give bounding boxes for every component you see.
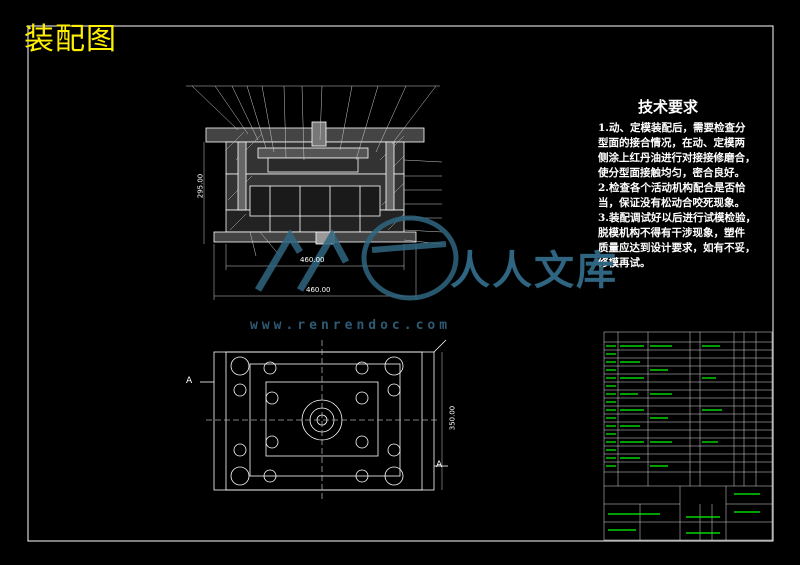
requirement-line: 脱模机构不得有干涉现象，塑件 <box>598 227 745 239</box>
watermark-url: www.renrendoc.com <box>250 318 452 333</box>
dimension-width-outer: 460.00 <box>306 286 331 294</box>
technical-requirements-title: 技术要求 <box>637 98 698 116</box>
front-section-view <box>186 85 443 300</box>
dimension-height-plan: 350.00 <box>448 405 457 431</box>
dimension-width-inner: 460.00 <box>300 256 325 264</box>
sheet-title: 装配图 <box>24 22 117 57</box>
watermark-brand: 人人文库 <box>450 247 618 294</box>
title-block <box>603 331 773 541</box>
requirement-line: 修模再试。 <box>598 257 651 269</box>
requirement-line: 质量应达到设计要求，如有不妥， <box>598 242 756 254</box>
requirement-line: 侧涂上红丹油进行对接接修磨合， <box>598 152 756 164</box>
plan-view <box>200 339 448 500</box>
requirement-line: 2.检查各个活动机构配合是否恰 <box>598 182 746 194</box>
watermark-logo <box>254 215 459 301</box>
section-mark-right: A <box>436 460 443 470</box>
dimension-height-front: 295.00 <box>196 173 205 199</box>
requirement-line: 1.动、定模装配后，需要检查分 <box>598 122 746 134</box>
sheet-border <box>27 25 774 542</box>
requirement-line: 使分型面接触均匀，密合良好。 <box>598 167 745 179</box>
section-mark-left: A <box>186 376 193 386</box>
requirement-line: 当，保证没有松动合咬死现象。 <box>598 197 745 209</box>
requirement-line: 3.装配调试好以后进行试模检验， <box>598 212 756 224</box>
technical-requirements: 技术要求 1.动、定模装配后，需要检查分 型面的接合情况，在动、定模两 侧涂上红… <box>598 96 778 271</box>
requirement-line: 型面的接合情况，在动、定模两 <box>598 137 745 149</box>
